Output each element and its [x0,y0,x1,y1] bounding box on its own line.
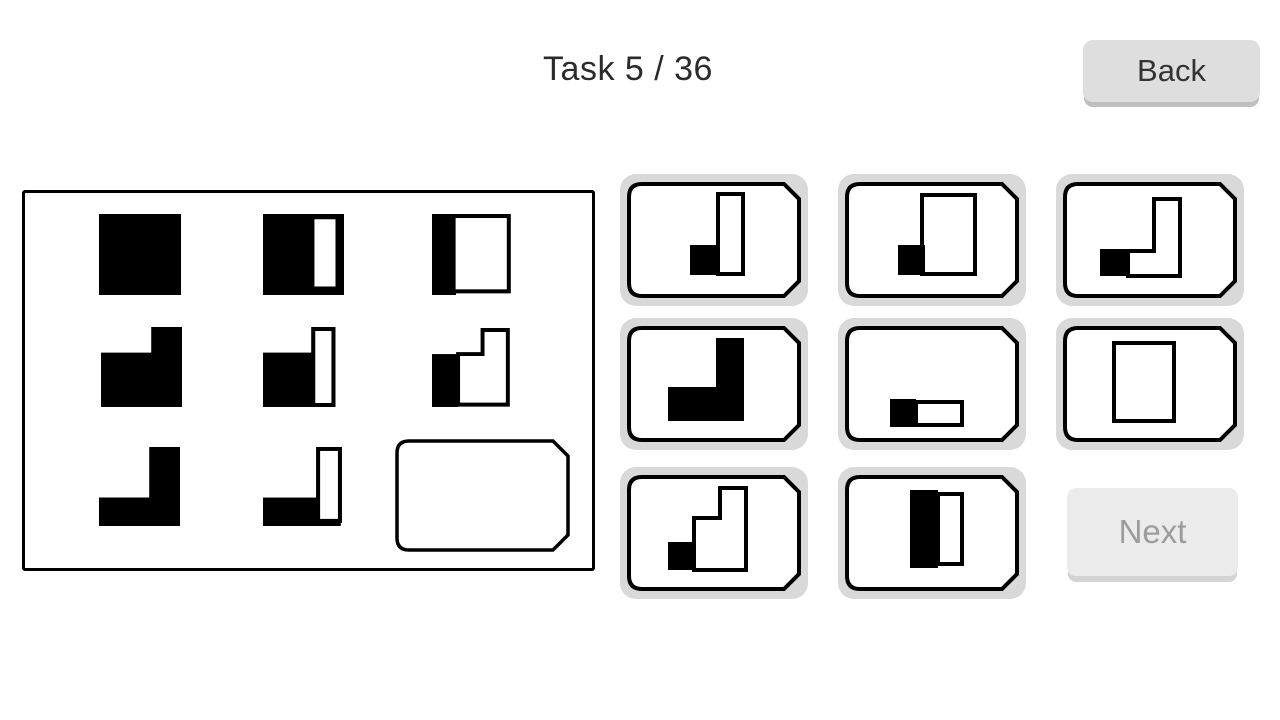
option-shape-4 [627,326,801,442]
empty-answer-slot [395,439,570,552]
option-shape-2 [845,182,1019,298]
answer-option-5[interactable] [838,318,1026,450]
back-button-label: Back [1137,53,1206,88]
option-shape-6 [1063,326,1237,442]
option-shape-7 [627,475,801,591]
puzzle-matrix-panel [22,190,595,571]
matrix-cell-3-2 [263,447,344,526]
answer-option-3[interactable] [1056,174,1244,306]
option-shape-8 [845,475,1019,591]
answer-option-4[interactable] [620,318,808,450]
answer-option-7[interactable] [620,467,808,599]
back-button[interactable]: Back [1083,40,1260,102]
next-button[interactable]: Next [1067,488,1238,576]
answer-option-8[interactable] [838,467,1026,599]
option-shape-1 [627,182,801,298]
option-shape-3 [1063,182,1237,298]
matrix-cell-1-2 [263,214,344,295]
matrix-cell-1-1 [99,214,181,295]
matrix-cell-2-3 [432,328,510,407]
next-button-label: Next [1118,513,1187,550]
matrix-cell-2-2 [263,327,344,407]
matrix-cell-2-1 [101,327,182,407]
page-title: Task 5 / 36 [543,50,713,88]
answer-option-2[interactable] [838,174,1026,306]
answer-option-1[interactable] [620,174,808,306]
answer-option-6[interactable] [1056,318,1244,450]
matrix-cell-3-1 [99,447,180,526]
option-shape-5 [845,326,1019,442]
matrix-cell-1-3 [432,214,512,295]
